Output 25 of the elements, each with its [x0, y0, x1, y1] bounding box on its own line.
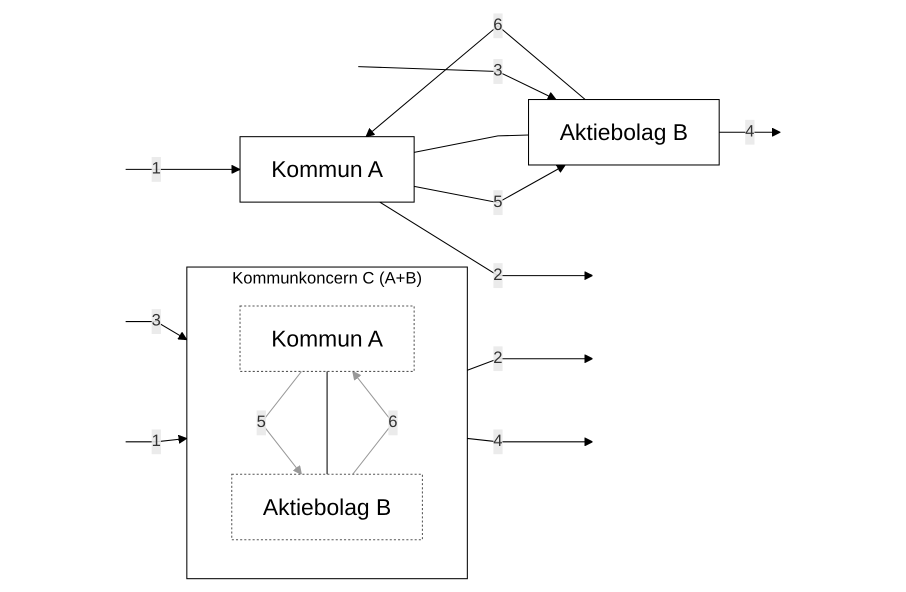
- arrow: [719, 128, 781, 137]
- arrow: [358, 66, 556, 100]
- edge-label: 5: [493, 193, 503, 211]
- node-box: Kommun A: [239, 136, 415, 203]
- arrow: [126, 164, 240, 174]
- arrow: [379, 202, 594, 280]
- arrow: [414, 164, 566, 204]
- edge-label: 1: [152, 160, 161, 178]
- edge-label: 3: [152, 312, 161, 330]
- edge-label: 6: [493, 16, 503, 34]
- edge-label: 2: [493, 266, 503, 284]
- connector: [326, 371, 328, 474]
- edge-label: 5: [256, 414, 266, 432]
- node-box: Aktiebolag B: [231, 474, 423, 540]
- edge-label: 3: [493, 62, 503, 80]
- edge-label: 6: [388, 414, 398, 432]
- arrow: [467, 354, 594, 371]
- connector: [414, 134, 529, 153]
- edge-label: 2: [493, 349, 503, 368]
- edge-label: 4: [493, 432, 503, 450]
- node-box: Aktiebolag B: [528, 99, 720, 166]
- edge-label: 1: [152, 432, 161, 450]
- edge-label: 4: [745, 122, 754, 141]
- node-box: Kommun A: [239, 305, 415, 372]
- arrow: [467, 437, 594, 446]
